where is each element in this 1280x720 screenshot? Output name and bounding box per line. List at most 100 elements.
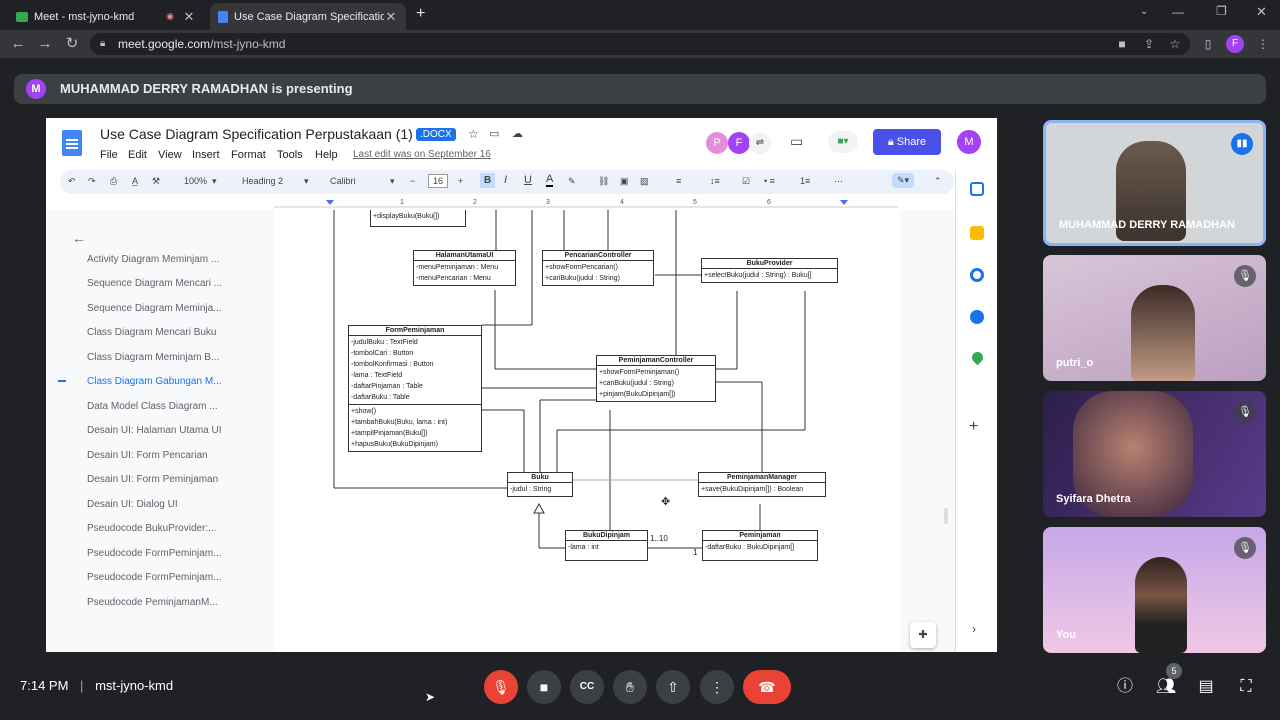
- outline-item[interactable]: Class Diagram Meminjam B...: [87, 352, 220, 363]
- italic-icon[interactable]: I: [504, 174, 508, 186]
- close-window-icon[interactable]: ✕: [1256, 4, 1267, 19]
- chevron-down-icon[interactable]: ▾: [304, 176, 309, 186]
- underline-icon[interactable]: U: [524, 174, 532, 186]
- spellcheck-icon[interactable]: A̲: [132, 176, 139, 186]
- contacts-icon[interactable]: [970, 310, 984, 324]
- bullet-list-icon[interactable]: • ≡: [764, 176, 775, 186]
- new-tab-button[interactable]: +: [416, 5, 426, 22]
- leave-call-button[interactable]: ☎︎: [743, 670, 791, 704]
- minimize-icon[interactable]: —: [1172, 5, 1184, 19]
- outline-item[interactable]: Data Model Class Diagram ...: [87, 401, 218, 412]
- maps-icon[interactable]: [969, 349, 986, 366]
- menu-help[interactable]: Help: [315, 149, 338, 161]
- numbered-list-icon[interactable]: 1≡: [800, 176, 811, 186]
- left-indent-marker[interactable]: [326, 200, 334, 205]
- more-collaborators-icon[interactable]: ⇌: [749, 132, 771, 154]
- undo-icon[interactable]: ↶: [68, 176, 76, 186]
- menu-format[interactable]: Format: [231, 149, 266, 161]
- reload-icon[interactable]: ↻: [65, 35, 79, 52]
- image-icon[interactable]: ▨: [640, 176, 649, 186]
- outline-item[interactable]: Pseudocode FormPeminjam...: [87, 572, 222, 583]
- close-tab-icon[interactable]: ✕: [183, 8, 195, 24]
- menu-view[interactable]: View: [158, 149, 182, 161]
- tasks-icon[interactable]: [970, 268, 984, 282]
- share-button[interactable]: 🔒︎ Share: [873, 129, 941, 155]
- outline-item[interactable]: Pseudocode PeminjamanM...: [87, 597, 218, 608]
- link-icon[interactable]: ⛓: [598, 176, 610, 186]
- raise-hand-button[interactable]: ✋︎: [613, 670, 647, 704]
- print-icon[interactable]: ⎙: [110, 176, 118, 186]
- collaborator-avatar[interactable]: F: [728, 132, 750, 154]
- comment-add-icon[interactable]: ▣: [620, 176, 629, 186]
- highlight-icon[interactable]: ✎: [568, 176, 576, 186]
- align-icon[interactable]: ≡: [676, 176, 682, 186]
- chat-icon[interactable]: ▤: [1198, 678, 1214, 695]
- outline-item[interactable]: Activity Diagram Meminjam ...: [87, 254, 220, 265]
- participant-tile[interactable]: 🎙︎ putri_o: [1043, 255, 1266, 381]
- font-size-increase-icon[interactable]: +: [458, 176, 464, 186]
- activities-icon[interactable]: ⛶: [1240, 678, 1252, 695]
- zoom-select[interactable]: 100%: [184, 176, 208, 186]
- forward-icon[interactable]: →: [37, 35, 53, 52]
- outline-item[interactable]: Pseudocode FormPeminjam...: [87, 548, 222, 559]
- back-arrow-icon[interactable]: ←: [72, 230, 86, 246]
- outline-item[interactable]: Class Diagram Mencari Buku: [87, 327, 217, 338]
- style-select[interactable]: Heading 2: [242, 176, 284, 186]
- keep-icon[interactable]: [970, 226, 984, 240]
- meeting-info-icon[interactable]: ⓘ: [1116, 678, 1133, 695]
- camera-icon[interactable]: ■: [1118, 37, 1126, 51]
- more-options-icon[interactable]: ⋯: [834, 176, 843, 186]
- outline-item[interactable]: Pseudocode BukuProvider:...: [87, 523, 217, 534]
- editing-mode-icon[interactable]: ✎▾: [892, 173, 915, 188]
- participant-tile-self[interactable]: 🎙︎ You: [1043, 527, 1266, 653]
- camera-button[interactable]: ■: [527, 670, 561, 704]
- address-bar[interactable]: 🔒︎ meet.google.com/mst-jyno-kmd: [90, 33, 1190, 55]
- account-avatar[interactable]: M: [957, 130, 981, 154]
- outline-item[interactable]: Desain UI: Halaman Utama UI: [87, 425, 222, 436]
- comments-icon[interactable]: ▭: [790, 133, 804, 149]
- profile-avatar[interactable]: F: [1226, 35, 1244, 53]
- right-indent-marker[interactable]: [840, 200, 848, 205]
- line-spacing-icon[interactable]: ↕≡: [710, 176, 720, 186]
- text-color-icon[interactable]: A: [546, 173, 554, 187]
- move-folder-icon[interactable]: ▭: [489, 128, 500, 140]
- font-select[interactable]: Calibri: [330, 176, 356, 186]
- sidepanel-icon[interactable]: ▯: [1204, 37, 1212, 51]
- participant-tile[interactable]: 🎙︎ Syifara Dhetra: [1043, 391, 1266, 517]
- redo-icon[interactable]: ↷: [88, 176, 96, 186]
- back-icon[interactable]: ←: [10, 35, 26, 52]
- document-title[interactable]: Use Case Diagram Specification Perpustak…: [100, 126, 413, 142]
- checklist-icon[interactable]: ☑: [742, 176, 751, 186]
- meet-call-icon[interactable]: ■▾: [828, 131, 858, 153]
- more-options-button[interactable]: ⋮: [700, 670, 734, 704]
- star-icon[interactable]: ☆: [468, 127, 479, 141]
- captions-button[interactable]: CC: [570, 670, 604, 704]
- scrollbar-thumb[interactable]: [944, 508, 948, 524]
- last-edit-link[interactable]: Last edit was on September 16: [353, 149, 491, 160]
- font-size-input[interactable]: 16: [428, 174, 449, 188]
- menu-file[interactable]: File: [100, 149, 118, 161]
- collapse-toolbar-icon[interactable]: ⌃: [934, 176, 942, 186]
- restore-icon[interactable]: ❐: [1216, 4, 1227, 18]
- chevron-down-icon[interactable]: ▾: [390, 176, 395, 186]
- present-button[interactable]: ⇧: [656, 670, 690, 704]
- share-page-icon[interactable]: ⇪: [1143, 37, 1155, 51]
- bold-icon[interactable]: B: [480, 173, 496, 188]
- outline-item[interactable]: Desain UI: Form Peminjaman: [87, 474, 219, 485]
- chevron-right-icon[interactable]: ›: [972, 622, 976, 636]
- tab-docs[interactable]: Use Case Diagram Specification P ✕: [210, 3, 406, 30]
- outline-item[interactable]: Sequence Diagram Mencari ...: [87, 278, 223, 289]
- menu-tools[interactable]: Tools: [277, 149, 303, 161]
- people-icon[interactable]: 👥︎: [1155, 678, 1177, 695]
- outline-item[interactable]: Desain UI: Dialog UI: [87, 499, 178, 510]
- explore-icon[interactable]: ✚: [910, 622, 936, 648]
- close-tab-icon[interactable]: ✕: [385, 8, 397, 24]
- participant-tile[interactable]: ▮▮ MUHAMMAD DERRY RAMADHAN: [1043, 120, 1266, 246]
- add-addon-icon[interactable]: +: [969, 418, 979, 435]
- menu-kebab-icon[interactable]: ⋮: [1257, 37, 1269, 51]
- bookmark-star-icon[interactable]: ☆: [1169, 37, 1181, 51]
- menu-insert[interactable]: Insert: [192, 149, 220, 161]
- docs-logo-icon[interactable]: [62, 130, 82, 156]
- font-size-decrease-icon[interactable]: −: [410, 176, 416, 186]
- outline-item[interactable]: Sequence Diagram Meminja...: [87, 303, 222, 314]
